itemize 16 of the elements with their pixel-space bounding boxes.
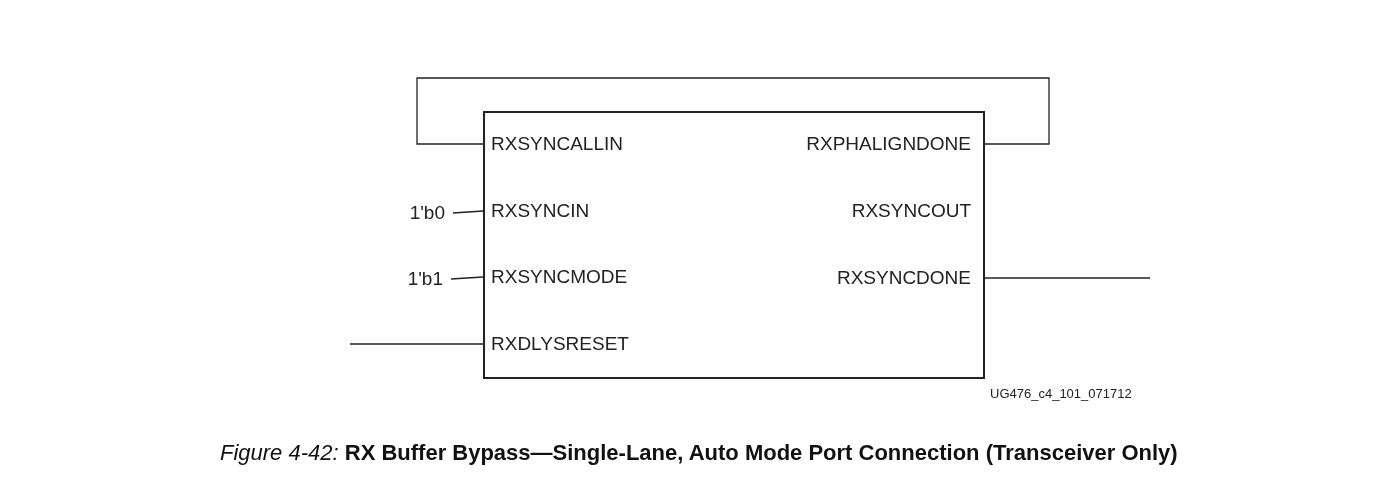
port-label: RXSYNCIN bbox=[485, 198, 725, 224]
constant-value: 1'b0 bbox=[385, 200, 445, 226]
port-label: RXPHALIGNDONE bbox=[743, 131, 983, 157]
connection-line bbox=[416, 77, 1050, 145]
figure-caption: Figure 4-42: RX Buffer Bypass—Single-Lane, Auto Mode Port Connection (Transceiver Only) bbox=[220, 439, 1179, 467]
connection-line bbox=[452, 210, 484, 214]
port-label: RXSYNCMODE bbox=[485, 264, 725, 290]
figure-id: UG476_c4_101_071712 bbox=[990, 386, 1132, 401]
connection-line bbox=[450, 276, 484, 280]
port-label: RXDLYSRESET bbox=[485, 331, 725, 357]
constant-value: 1'b1 bbox=[385, 266, 443, 292]
port-label: RXSYNCOUT bbox=[743, 198, 983, 224]
block-box bbox=[483, 111, 985, 379]
port-label: RXSYNCDONE bbox=[743, 265, 983, 291]
port-label: RXSYNCALLIN bbox=[485, 131, 725, 157]
connection-line bbox=[349, 343, 484, 345]
